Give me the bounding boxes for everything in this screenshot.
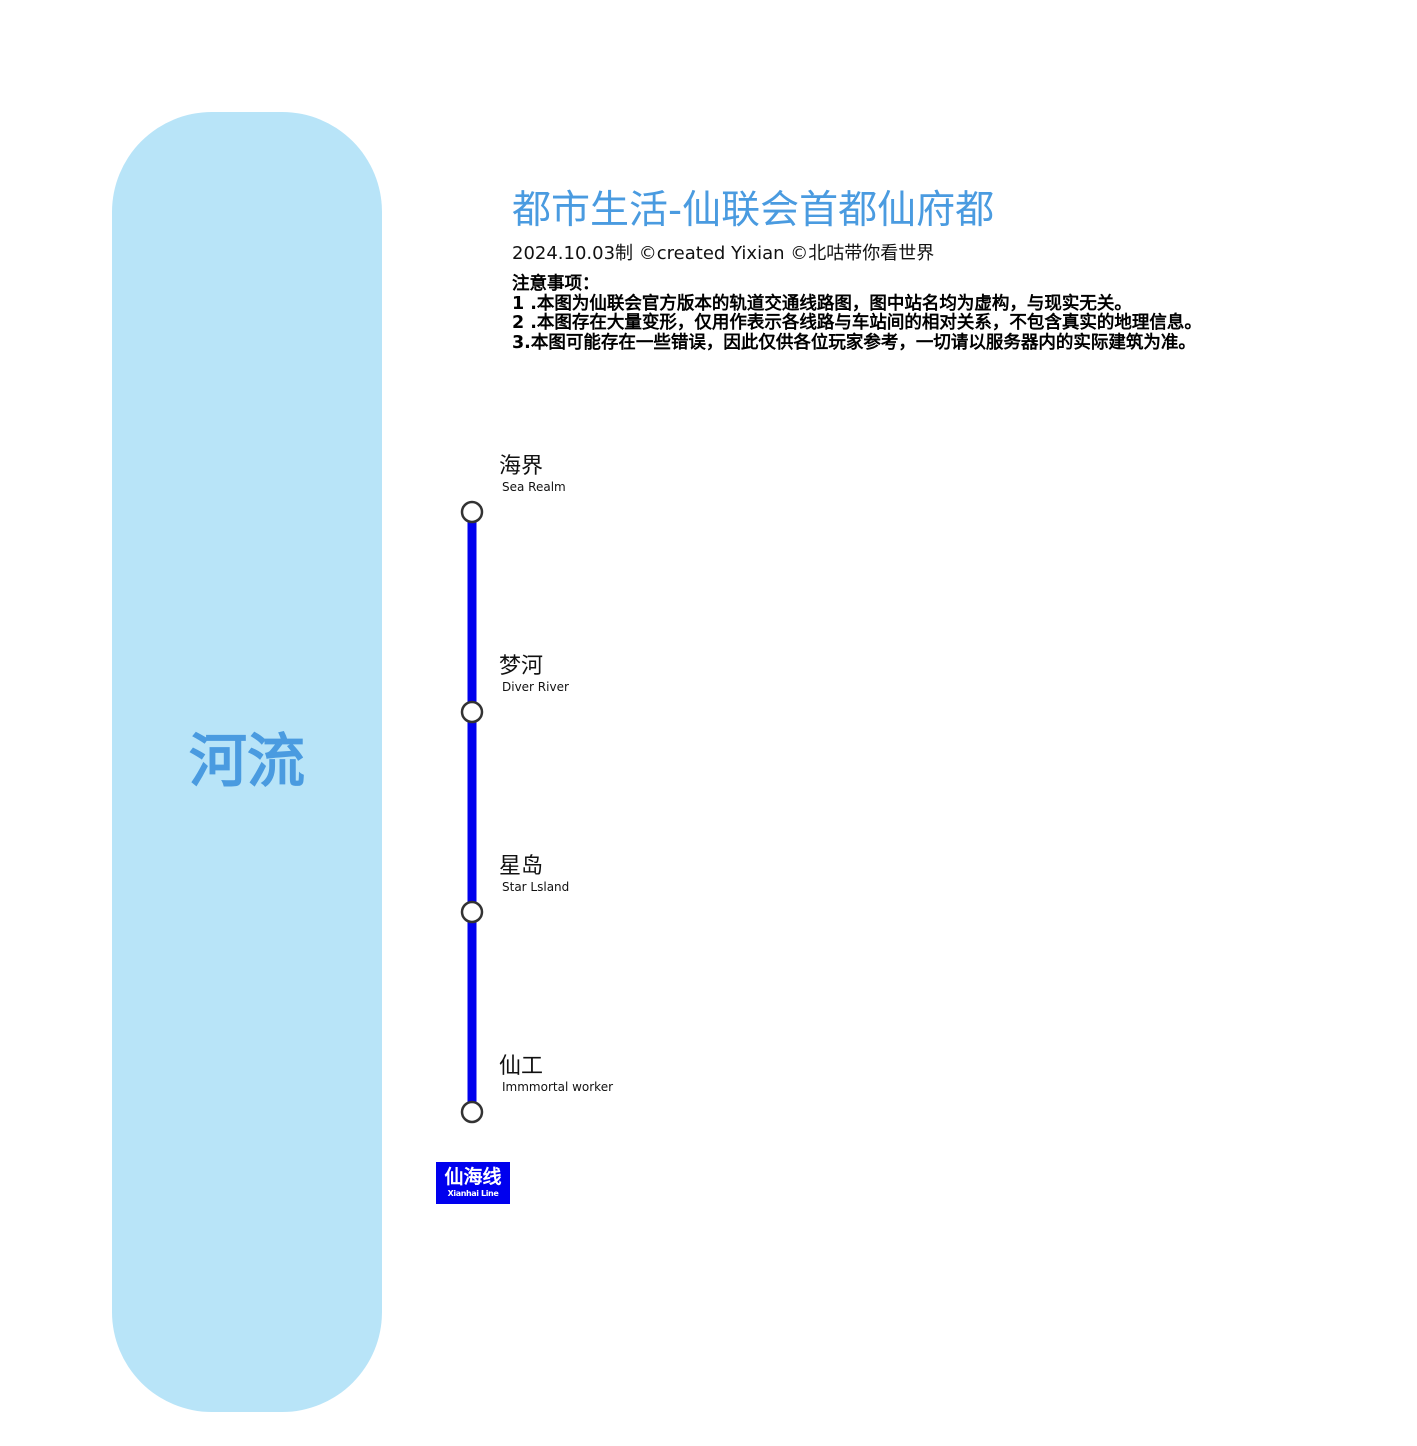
station-marker-immortal-worker[interactable] [460, 1100, 484, 1124]
river-label: 河流 [188, 727, 305, 795]
station-name-en: Star Lsland [502, 880, 570, 894]
station-marker-diver-river[interactable] [460, 700, 484, 724]
map-title: 都市生活-仙联会首都仙府都 [512, 188, 995, 233]
station-name-en: Immmortal worker [502, 1080, 614, 1094]
notes-item: 3.本图可能存在一些错误，因此仅供各位玩家参考，一切请以服务器内的实际建筑为准。 [512, 332, 1196, 353]
line-badge[interactable]: 仙海线 Xianhai Line [436, 1162, 510, 1204]
station-name-cn[interactable]: 梦河 [499, 654, 544, 679]
station-name-en: Sea Realm [502, 480, 566, 494]
notes-item: 1 .本图为仙联会官方版本的轨道交通线路图，图中站名均为虚构，与现实无关。 [512, 293, 1132, 314]
notes-item: 2 .本图存在大量变形，仅用作表示各线路与车站间的相对关系，不包含真实的地理信息… [512, 313, 1202, 333]
station-name-cn[interactable]: 海界 [499, 454, 544, 479]
notes-heading: 注意事项： [512, 274, 600, 294]
notes-block: 注意事项： 1 .本图为仙联会官方版本的轨道交通线路图，图中站名均为虚构，与现实… [512, 274, 1202, 353]
station-marker-star-island[interactable] [460, 900, 484, 924]
line-name-en: Xianhai Line [447, 1189, 499, 1198]
line-name-cn: 仙海线 [444, 1166, 502, 1188]
station-marker-sea-realm[interactable] [460, 500, 484, 524]
station-name-cn[interactable]: 星岛 [499, 854, 544, 879]
map-credit: 2024.10.03制 ©created Yixian ©北咕带你看世界 [512, 243, 935, 264]
station-name-en: Diver River [502, 680, 569, 694]
station-name-cn[interactable]: 仙工 [499, 1054, 544, 1079]
river-area [112, 112, 382, 1412]
